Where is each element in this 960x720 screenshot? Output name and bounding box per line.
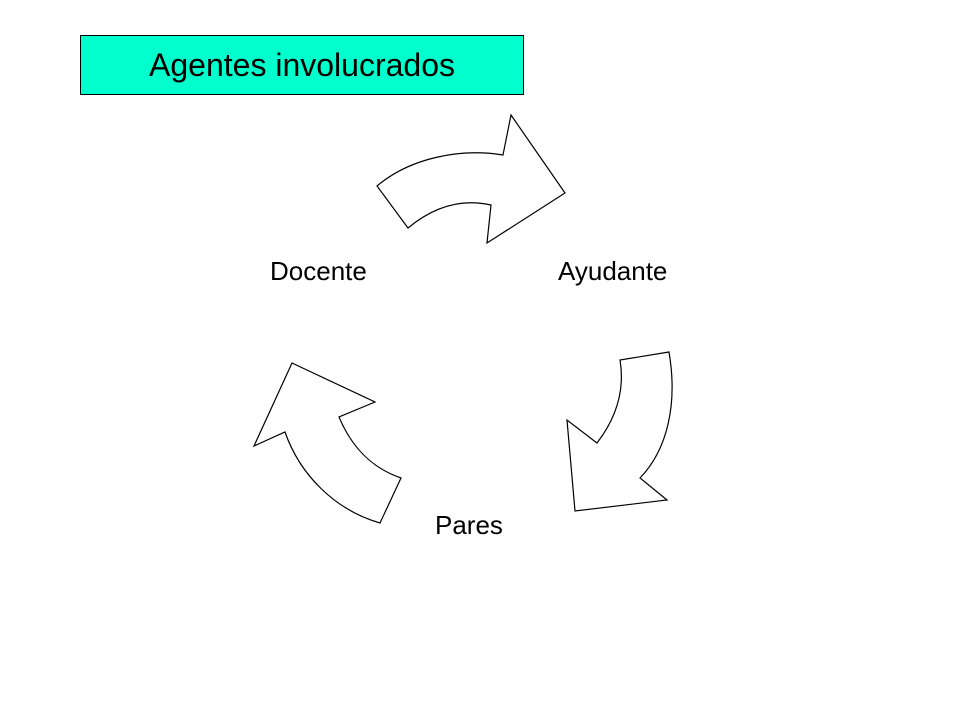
node-pares: Pares [435, 510, 503, 540]
node-docente: Docente [270, 256, 367, 286]
node-ayudante: Ayudante [558, 256, 668, 286]
title-box: Agentes involucrados [80, 35, 524, 95]
arrow-docente-to-ayudante [376, 113, 566, 245]
arrow-ayudante-to-pares [566, 351, 673, 512]
arrow-pares-to-docente [252, 362, 402, 524]
